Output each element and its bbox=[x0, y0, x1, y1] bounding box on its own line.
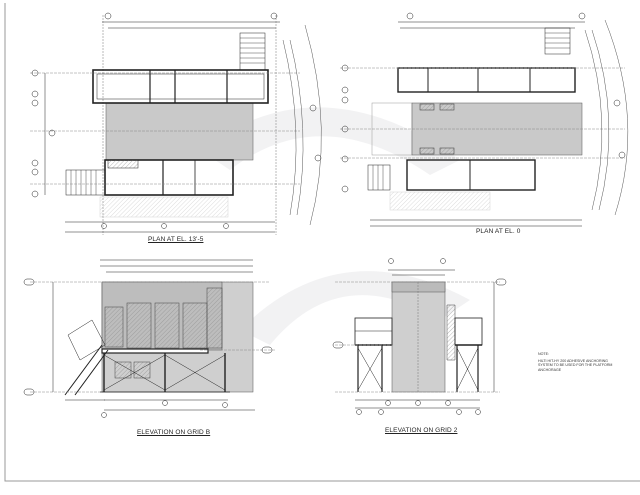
elevation-grid-2 bbox=[332, 258, 507, 415]
title-elevation-grid-2: ELEVATION ON GRID 2 bbox=[385, 427, 458, 434]
title-elevation-grid-b: ELEVATION ON GRID B bbox=[137, 429, 211, 436]
title-plan-el-0: PLAN AT EL. 0 bbox=[476, 228, 521, 235]
general-note: NOTE: HILTI HIT-HY 200 ADHESIVE ANCHORIN… bbox=[538, 352, 618, 372]
plan-el-13-5 bbox=[30, 12, 322, 235]
note-text: HILTI HIT-HY 200 ADHESIVE ANCHORING SYST… bbox=[538, 359, 613, 372]
elevation-grid-b bbox=[23, 259, 275, 418]
title-plan-el-13-5: PLAN AT EL. 13'-5 bbox=[148, 236, 204, 243]
note-heading: NOTE: bbox=[538, 352, 549, 356]
sheet-border bbox=[4, 3, 640, 482]
plan-el-0 bbox=[340, 12, 629, 227]
